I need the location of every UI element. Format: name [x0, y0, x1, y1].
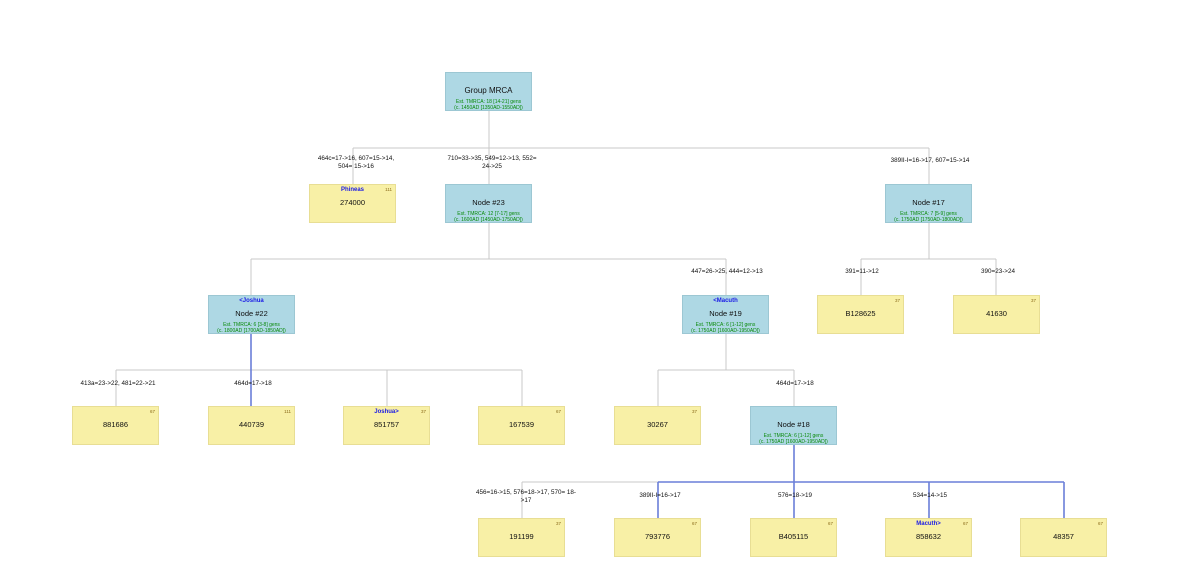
marker-count: 37 [894, 298, 900, 303]
node-19[interactable]: <Macuth Node #19 Est. TMRCA: 6 [1-12] ge… [682, 295, 769, 334]
leaf-30267[interactable]: 37 30267 [614, 406, 701, 445]
edge-label-node-18: 464d=17->18 [776, 380, 814, 387]
node-title: 851757 [373, 420, 400, 429]
leaf-793776[interactable]: 67 793776 [614, 518, 701, 557]
node-title: Node #18 [777, 420, 810, 429]
edge-label-881686: 413a=23->22, 481=22->21 [80, 380, 156, 387]
node-name: Macuth> [916, 521, 941, 527]
leaf-41630[interactable]: 37 41630 [953, 295, 1040, 334]
node-title: Node #23 [472, 198, 505, 207]
leaf-b128625[interactable]: 37 B128625 [817, 295, 904, 334]
node-tmrca: Est. TMRCA: 7 [5-9] gens(c. 1750AD [1750… [894, 211, 963, 223]
marker-count: 37 [555, 521, 561, 526]
leaf-274000[interactable]: Phineas 111 274000 [309, 184, 396, 223]
leaf-167539[interactable]: 67 167539 [478, 406, 565, 445]
edge-label-phineas: 464c=17->16, 607=15->14, 504= 15->16 [317, 155, 395, 170]
marker-count: 111 [385, 187, 392, 192]
marker-count: 67 [149, 409, 155, 414]
node-title: 30267 [647, 420, 668, 429]
node-title: 858632 [915, 532, 942, 541]
edge-label-191199: 456=16->15, 576=18->17, 570= 18->17 [476, 489, 576, 504]
edge-label-node-23: 710=33->35, 549=12->13, 552= 24->25 [447, 155, 537, 170]
marker-count: 67 [962, 521, 968, 526]
node-tmrca: Est. TMRCA: 12 [7-17] gens(c. 1600AD [14… [454, 211, 523, 223]
leaf-881686[interactable]: 67 881686 [72, 406, 159, 445]
node-title: Node #22 [235, 309, 268, 318]
node-name: Phineas [340, 187, 364, 193]
edge-label-793776: 389II-I=16->17 [639, 492, 681, 499]
edge-label-440739: 464d=17->18 [234, 380, 272, 387]
edge-label-858632: 534=14->15 [913, 492, 947, 499]
node-title: 793776 [644, 532, 671, 541]
leaf-48357[interactable]: 67 48357 [1020, 518, 1107, 557]
node-tmrca: Est. TMRCA: 6 [3-8] gens(c. 1800AD [1700… [217, 322, 286, 334]
node-22[interactable]: <Joshua Node #22 Est. TMRCA: 6 [3-8] gen… [208, 295, 295, 334]
edge-label-node-19: 447=26->25, 444=12->13 [691, 268, 763, 275]
node-title: 440739 [238, 420, 265, 429]
edge-label-node-17: 389II-I=16->17, 607=15->14 [890, 157, 970, 164]
node-name: <Joshua [239, 298, 264, 304]
leaf-191199[interactable]: 37 191199 [478, 518, 565, 557]
leaf-440739[interactable]: 111 440739 [208, 406, 295, 445]
marker-count: 37 [1030, 298, 1036, 303]
leaf-858632[interactable]: Macuth> 67 858632 [885, 518, 972, 557]
node-title: B128625 [845, 309, 876, 318]
edge-label-b128625: 391=11->12 [845, 268, 879, 275]
node-title: B405115 [778, 532, 809, 541]
leaf-b405115[interactable]: 67 B405115 [750, 518, 837, 557]
marker-count: 67 [1097, 521, 1103, 526]
leaf-851757[interactable]: Joshua> 37 851757 [343, 406, 430, 445]
edge-label-41630: 390=23->24 [981, 268, 1015, 275]
node-title: 48357 [1053, 532, 1074, 541]
node-name: <Macuth [713, 298, 738, 304]
marker-count: 67 [555, 409, 561, 414]
node-title: Node #17 [912, 198, 945, 207]
marker-count: 37 [420, 409, 426, 414]
node-title: 167539 [508, 420, 535, 429]
node-tmrca: Est. TMRCA: 6 [1-12] gens(c. 1750AD [160… [759, 433, 828, 445]
node-tmrca: Est. TMRCA: 6 [1-12] gens(c. 1750AD [160… [691, 322, 760, 334]
edge-label-b405115: 576=18->19 [778, 492, 812, 499]
node-title: 274000 [339, 198, 366, 207]
node-title: 191199 [509, 532, 534, 541]
node-title: Node #19 [709, 309, 742, 318]
marker-count: 67 [827, 521, 833, 526]
node-group-mrca[interactable]: Group MRCA Est. TMRCA: 18 [14-21] gens(c… [445, 72, 532, 111]
node-tmrca: Est. TMRCA: 18 [14-21] gens(c. 1450AD [1… [454, 99, 523, 111]
node-title: 881686 [102, 420, 129, 429]
marker-count: 111 [284, 409, 291, 414]
node-23[interactable]: Node #23 Est. TMRCA: 12 [7-17] gens(c. 1… [445, 184, 532, 223]
marker-count: 37 [691, 409, 697, 414]
node-17[interactable]: Node #17 Est. TMRCA: 7 [5-9] gens(c. 175… [885, 184, 972, 223]
node-title: 41630 [986, 309, 1007, 318]
node-18[interactable]: Node #18 Est. TMRCA: 6 [1-12] gens(c. 17… [750, 406, 837, 445]
node-title: Group MRCA [464, 86, 513, 95]
marker-count: 67 [691, 521, 697, 526]
node-name: Joshua> [374, 409, 399, 415]
